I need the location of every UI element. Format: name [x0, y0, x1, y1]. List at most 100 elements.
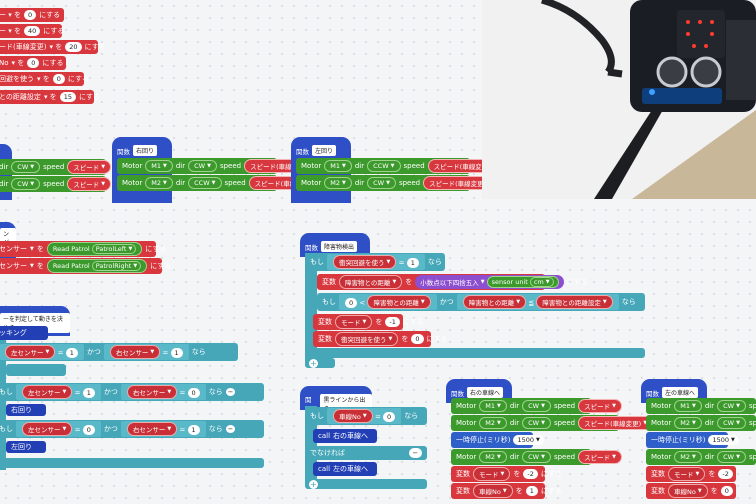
motor-block-m1[interactable]: Motor M1▼ dir CCW▼ speed スピード(車線変更)▼: [296, 158, 503, 174]
obstacle-if-row[interactable]: もし 衝突回避を使う▼ = 1 なら: [305, 253, 445, 271]
motor-dropdown[interactable]: M2▼: [145, 177, 173, 189]
function-name-field[interactable]: 左回り: [312, 145, 337, 156]
right-sensor-var[interactable]: 右センサー▼: [126, 385, 178, 399]
right-sensor-var[interactable]: 右センサー▼: [126, 422, 178, 436]
function-name-field[interactable]: 右回り: [133, 145, 158, 156]
right-sensor-var[interactable]: 右センサー▼: [109, 345, 161, 359]
motor-block-m2b[interactable]: Motor M2▼ dir CW▼ speed スピード▼: [451, 449, 622, 465]
function-name-field[interactable]: 左の車線へ: [662, 387, 699, 398]
speed-var[interactable]: スピード▼: [578, 450, 622, 464]
pause-block[interactable]: 一時停止(ミリ秒) 1500▼: [451, 432, 544, 448]
motor-block-m2[interactable]: Motor M2▼ dir CW▼ speed スピード(車線変更)▼: [451, 415, 654, 431]
avoid-var[interactable]: 衝突回避を使う▼: [335, 332, 399, 346]
set-lane-block[interactable]: 変数 車線No▼ を 0: [646, 483, 736, 499]
motor-dropdown[interactable]: M2▼: [674, 451, 702, 463]
value-pill[interactable]: 20: [65, 42, 82, 52]
motor-block-m2[interactable]: Motor M2▼ dir CCW▼ speed スピード(車線変更)▼: [117, 175, 324, 191]
set-mode-block[interactable]: 変数 モード▼ を -1 にする: [313, 314, 424, 330]
lane-no-var[interactable]: 車線No▼: [473, 484, 513, 498]
avoid-var[interactable]: 衝突回避を使う▼: [333, 255, 397, 269]
function-name-field[interactable]: 右の車線へ: [467, 387, 504, 398]
motor-dropdown[interactable]: M2▼: [479, 451, 507, 463]
speed-var[interactable]: スピード▼: [67, 160, 112, 174]
value-pill[interactable]: 0: [52, 74, 65, 84]
value-pill[interactable]: 0: [720, 486, 733, 496]
motor-block-m1[interactable]: Motor M1▼ dir CW▼ speed スピード(車線変更)▼: [117, 158, 320, 174]
else-if-row-3[interactable]: もし 左センサー▼ = 0 かつ 右センサー▼ = 1 なら −: [0, 420, 264, 438]
dir-dropdown[interactable]: CW▼: [522, 451, 551, 463]
set-mode-block[interactable]: 変数 モード▼ を -2: [646, 466, 736, 482]
value-pill[interactable]: 0: [187, 388, 200, 398]
value-pill[interactable]: -1: [385, 317, 400, 327]
set-avoid-block[interactable]: 変数 衝突回避を使う▼ を 0 にする: [313, 331, 448, 347]
if-row-1[interactable]: 左センサー▼ = 1 かつ 右センサー▼ = 1 なら: [0, 343, 238, 361]
value-pill[interactable]: 40: [23, 26, 41, 36]
motor-block-m2[interactable]: Motor M2▼ dir CW▼ speed: [646, 415, 756, 431]
inner-if-row[interactable]: もし 0 < 障害物との距離▼ かつ 障害物との距離▼ ≦ 障害物との距離設定▼…: [317, 293, 645, 311]
value-pill[interactable]: 0: [23, 10, 37, 20]
value-pill[interactable]: 1: [170, 348, 183, 358]
pause-value[interactable]: 1500▼: [708, 435, 739, 445]
motor-block-m1[interactable]: Motor M1▼ dir CW▼ speed スピード▼: [451, 398, 622, 414]
value-pill[interactable]: -2: [718, 469, 733, 479]
else-if-row-2[interactable]: もし 左センサー▼ = 1 かつ 右センサー▼ = 0 なら −: [0, 383, 264, 401]
dir-dropdown[interactable]: CW▼: [11, 178, 41, 190]
lane-no-var[interactable]: 車線No▼: [668, 484, 708, 498]
pause-block[interactable]: 一時停止(ミリ秒) 1500▼: [646, 432, 739, 448]
minus-icon[interactable]: −: [408, 448, 422, 458]
value-pill[interactable]: 1: [187, 425, 200, 435]
value-pill[interactable]: 0: [411, 334, 424, 344]
left-sensor-var[interactable]: 左センサー▼: [22, 422, 73, 436]
minus-icon[interactable]: −: [225, 388, 236, 396]
left-sensor-var[interactable]: 左センサー▼: [5, 345, 56, 359]
value-pill[interactable]: -2: [523, 469, 538, 479]
motor-block-m2[interactable]: Motor M2▼ dir CW▼ speed スピード(車線変更)▼: [296, 175, 499, 191]
speed-var[interactable]: スピード▼: [67, 177, 112, 191]
dir-dropdown[interactable]: CCW▼: [367, 160, 401, 172]
plus-icon[interactable]: +: [309, 359, 318, 368]
value-pill[interactable]: 1: [525, 486, 538, 496]
else-row[interactable]: でなければ −: [305, 446, 427, 460]
motor-dropdown[interactable]: M1▼: [674, 400, 702, 412]
set-lane-block[interactable]: 変数 車線No▼ を 1 にする: [451, 483, 562, 499]
motor-block-m1[interactable]: dir CW▼ speed スピード▼: [0, 159, 112, 175]
motor-dropdown[interactable]: M1▼: [479, 400, 507, 412]
lane-no-var[interactable]: 車線No▼: [333, 409, 373, 423]
distance-setting-var[interactable]: 障害物との距離設定▼: [536, 295, 613, 309]
call-turn-left[interactable]: 左回り: [6, 441, 46, 453]
value-pill[interactable]: 1: [65, 348, 78, 358]
value-pill[interactable]: 0: [82, 425, 95, 435]
motor-dropdown[interactable]: M1▼: [145, 160, 173, 172]
mode-var[interactable]: モード▼: [668, 467, 706, 481]
value-pill[interactable]: 1: [406, 258, 419, 268]
set-mode-block[interactable]: 変数 モード▼ を -2 にする: [451, 466, 562, 482]
dir-dropdown[interactable]: CW▼: [717, 400, 746, 412]
value-pill[interactable]: 15: [59, 92, 76, 102]
minus-icon[interactable]: −: [225, 425, 236, 433]
motor-block-m2b[interactable]: Motor M2▼ dir CW▼ speed: [646, 449, 756, 465]
dir-dropdown[interactable]: CW▼: [522, 417, 551, 429]
motor-dropdown[interactable]: M1▼: [324, 160, 352, 172]
dir-dropdown[interactable]: CW▼: [367, 177, 396, 189]
distance-var[interactable]: 障害物との距離▼: [462, 295, 527, 309]
pause-value[interactable]: 1500▼: [513, 435, 544, 445]
motor-block-m1[interactable]: Motor M1▼ dir CW▼ speed: [646, 398, 756, 414]
value-pill[interactable]: 0: [27, 58, 40, 68]
motor-block-m2[interactable]: dir CW▼ speed スピード▼: [0, 176, 112, 192]
distance-var[interactable]: 障害物との距離▼: [339, 275, 403, 289]
lane-out-if-row[interactable]: もし 車線No▼ = 0 なら: [305, 407, 427, 425]
dir-dropdown[interactable]: CW▼: [717, 417, 746, 429]
mode-var[interactable]: モード▼: [335, 315, 373, 329]
